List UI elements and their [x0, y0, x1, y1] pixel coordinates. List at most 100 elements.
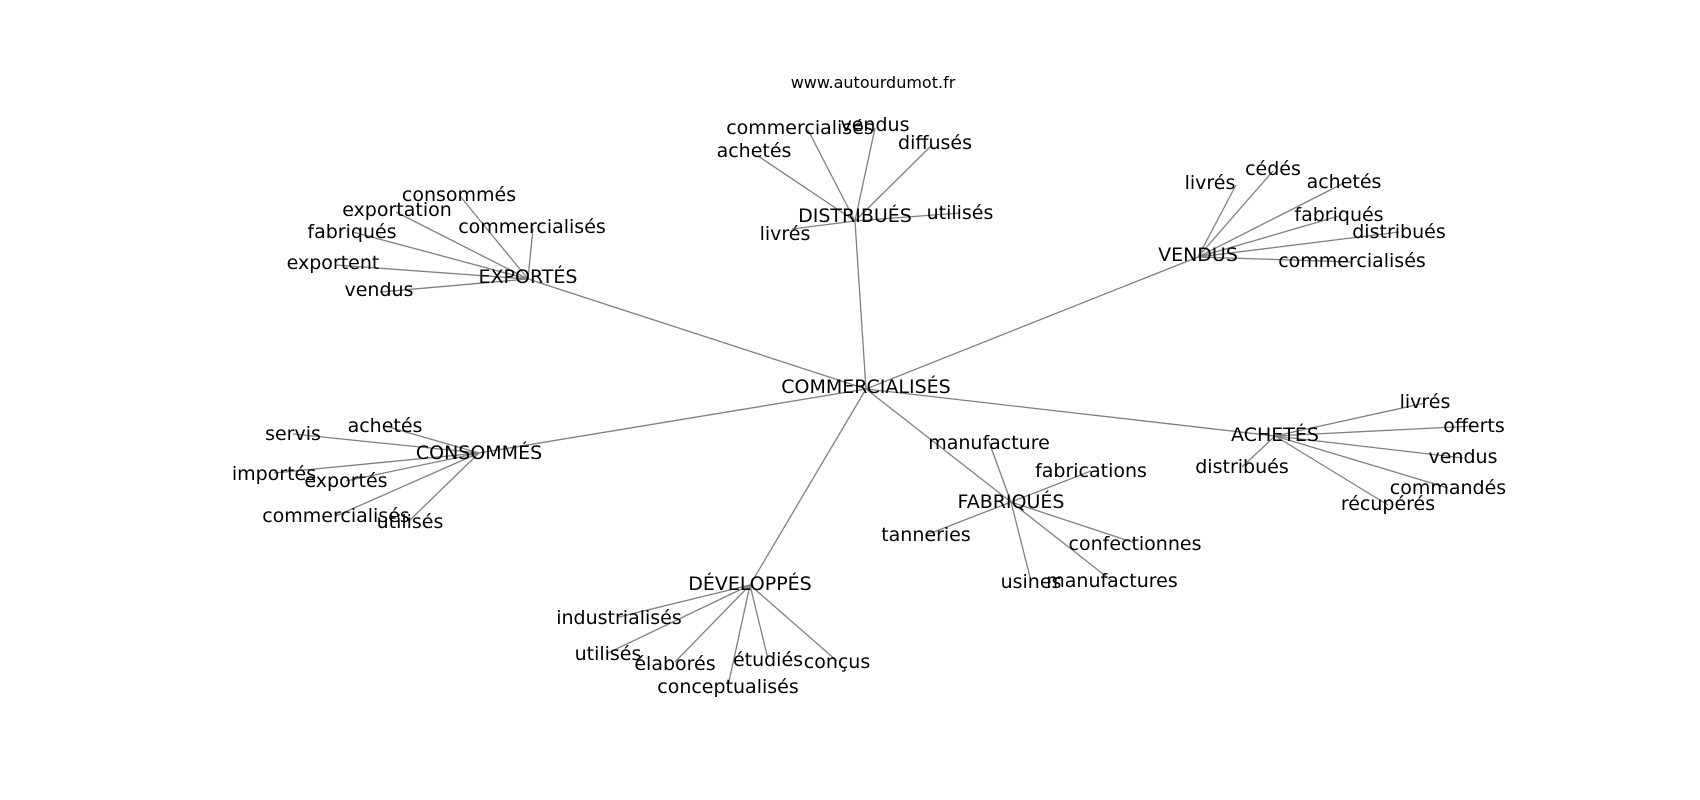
- hub-word[interactable]: EXPORTÉS: [479, 265, 578, 288]
- leaf-edge: [988, 441, 1012, 503]
- leaf-word[interactable]: commercialisés: [726, 117, 874, 139]
- graph-edges: [273, 127, 1475, 687]
- center-edge: [865, 388, 1276, 437]
- hub-word[interactable]: ACHETÉS: [1231, 423, 1319, 446]
- center-edge: [865, 388, 1012, 503]
- hub-word[interactable]: CONSOMMÉS: [416, 441, 542, 464]
- leaf-word[interactable]: exportés: [304, 470, 387, 492]
- leaf-word[interactable]: offerts: [1443, 415, 1505, 437]
- leaf-edge: [459, 195, 529, 280]
- leaf-edge: [854, 212, 961, 222]
- leaf-edge: [334, 264, 529, 280]
- leaf-word[interactable]: vendus: [841, 114, 910, 136]
- leaf-word[interactable]: achetés: [348, 415, 423, 437]
- leaf-word[interactable]: livrés: [760, 223, 811, 245]
- leaf-word[interactable]: commercialisés: [1278, 250, 1426, 272]
- center-edge: [865, 256, 1199, 390]
- leaf-edge: [618, 584, 751, 618]
- leaf-edge: [1010, 501, 1032, 582]
- leaf-word[interactable]: distribués: [1195, 456, 1288, 478]
- leaf-edge: [345, 452, 480, 482]
- leaf-edge: [352, 231, 529, 280]
- leaf-edge: [807, 129, 856, 222]
- hub-word[interactable]: FABRIQUÉS: [958, 490, 1065, 513]
- leaf-word[interactable]: commandés: [1390, 477, 1506, 499]
- leaf-edge: [1197, 215, 1340, 258]
- leaf-edge: [757, 155, 856, 222]
- leaf-edge: [1274, 435, 1389, 506]
- leaf-word[interactable]: tanneries: [881, 524, 971, 546]
- center-edge: [478, 388, 867, 454]
- leaf-edge: [1197, 231, 1400, 258]
- leaf-word[interactable]: exportent: [287, 252, 380, 274]
- leaf-word[interactable]: commercialisés: [458, 216, 606, 238]
- leaf-edge: [1197, 170, 1274, 258]
- leaf-word[interactable]: achetés: [1307, 171, 1382, 193]
- leaf-word[interactable]: commercialisés: [262, 505, 410, 527]
- center-word[interactable]: COMMERCIALISÉS: [781, 375, 950, 398]
- leaf-word[interactable]: utilisés: [927, 202, 994, 224]
- center-edge: [527, 278, 867, 390]
- leaf-word[interactable]: importés: [232, 463, 316, 485]
- leaf-word[interactable]: manufactures: [1046, 570, 1178, 592]
- leaf-word[interactable]: distribués: [1352, 221, 1445, 243]
- leaf-edge: [925, 501, 1012, 536]
- leaf-edge: [1274, 402, 1426, 437]
- center-edge: [749, 388, 867, 586]
- leaf-word[interactable]: servis: [265, 423, 321, 445]
- leaf-edge: [384, 425, 480, 454]
- leaf-word[interactable]: achetés: [717, 140, 792, 162]
- leaf-word[interactable]: fabriqués: [1294, 204, 1383, 226]
- leaf-word[interactable]: manufacture: [928, 432, 1050, 454]
- leaf-word[interactable]: usines: [1001, 571, 1062, 593]
- leaf-word[interactable]: livrés: [1185, 172, 1236, 194]
- site-url: www.autourdumot.fr: [791, 73, 956, 92]
- leaf-edge: [607, 584, 751, 654]
- hub-word[interactable]: DÉVELOPPÉS: [688, 572, 811, 595]
- leaf-word[interactable]: fabrications: [1035, 460, 1147, 482]
- hub-word[interactable]: VENDUS: [1158, 244, 1238, 266]
- leaf-edge: [1197, 184, 1237, 258]
- leaf-edge: [1010, 501, 1136, 544]
- leaf-word[interactable]: fabriqués: [307, 221, 396, 243]
- leaf-word[interactable]: exportation: [342, 199, 452, 221]
- leaf-word[interactable]: livrés: [1400, 391, 1451, 413]
- leaf-word[interactable]: consommés: [402, 184, 516, 206]
- leaf-edge: [379, 278, 529, 293]
- leaf-word[interactable]: conceptualisés: [657, 676, 799, 698]
- leaf-edge: [1274, 425, 1475, 437]
- leaf-edge: [1241, 435, 1276, 468]
- leaf-edge: [1010, 470, 1092, 503]
- leaf-edge: [273, 452, 480, 474]
- leaf-edge: [335, 452, 480, 517]
- leaf-edge: [727, 584, 751, 687]
- leaf-edge: [527, 227, 534, 280]
- leaf-edge: [749, 584, 838, 662]
- leaf-word[interactable]: récupérés: [1341, 493, 1435, 515]
- leaf-word[interactable]: conçus: [804, 651, 871, 673]
- leaf-word[interactable]: vendus: [345, 279, 414, 301]
- leaf-word[interactable]: industrialisés: [556, 607, 682, 629]
- leaf-edge: [854, 144, 933, 222]
- leaf-word[interactable]: confectionnes: [1069, 533, 1202, 555]
- leaf-word[interactable]: élaborés: [634, 653, 715, 675]
- leaf-edge: [1274, 435, 1464, 459]
- leaf-edge: [1197, 182, 1345, 258]
- leaf-word[interactable]: diffusés: [898, 132, 972, 154]
- leaf-word[interactable]: cédés: [1245, 158, 1301, 180]
- leaf-edge: [749, 584, 769, 660]
- leaf-edge: [791, 220, 856, 230]
- hub-word[interactable]: DISTRIBUÉS: [798, 204, 912, 227]
- graph-labels: www.autourdumot.fr COMMERCIALISÉS DISTRI…: [232, 73, 1506, 698]
- leaf-edge: [1197, 256, 1353, 263]
- leaf-word[interactable]: utilisés: [575, 643, 642, 665]
- leaf-edge: [292, 433, 480, 454]
- leaf-edge: [395, 211, 529, 280]
- leaf-word[interactable]: utilisés: [377, 511, 444, 533]
- leaf-edge: [674, 584, 751, 663]
- leaf-word[interactable]: vendus: [1429, 446, 1498, 468]
- leaf-edge: [409, 452, 480, 521]
- leaf-word[interactable]: étudiés: [733, 649, 803, 671]
- leaf-edge: [854, 127, 876, 222]
